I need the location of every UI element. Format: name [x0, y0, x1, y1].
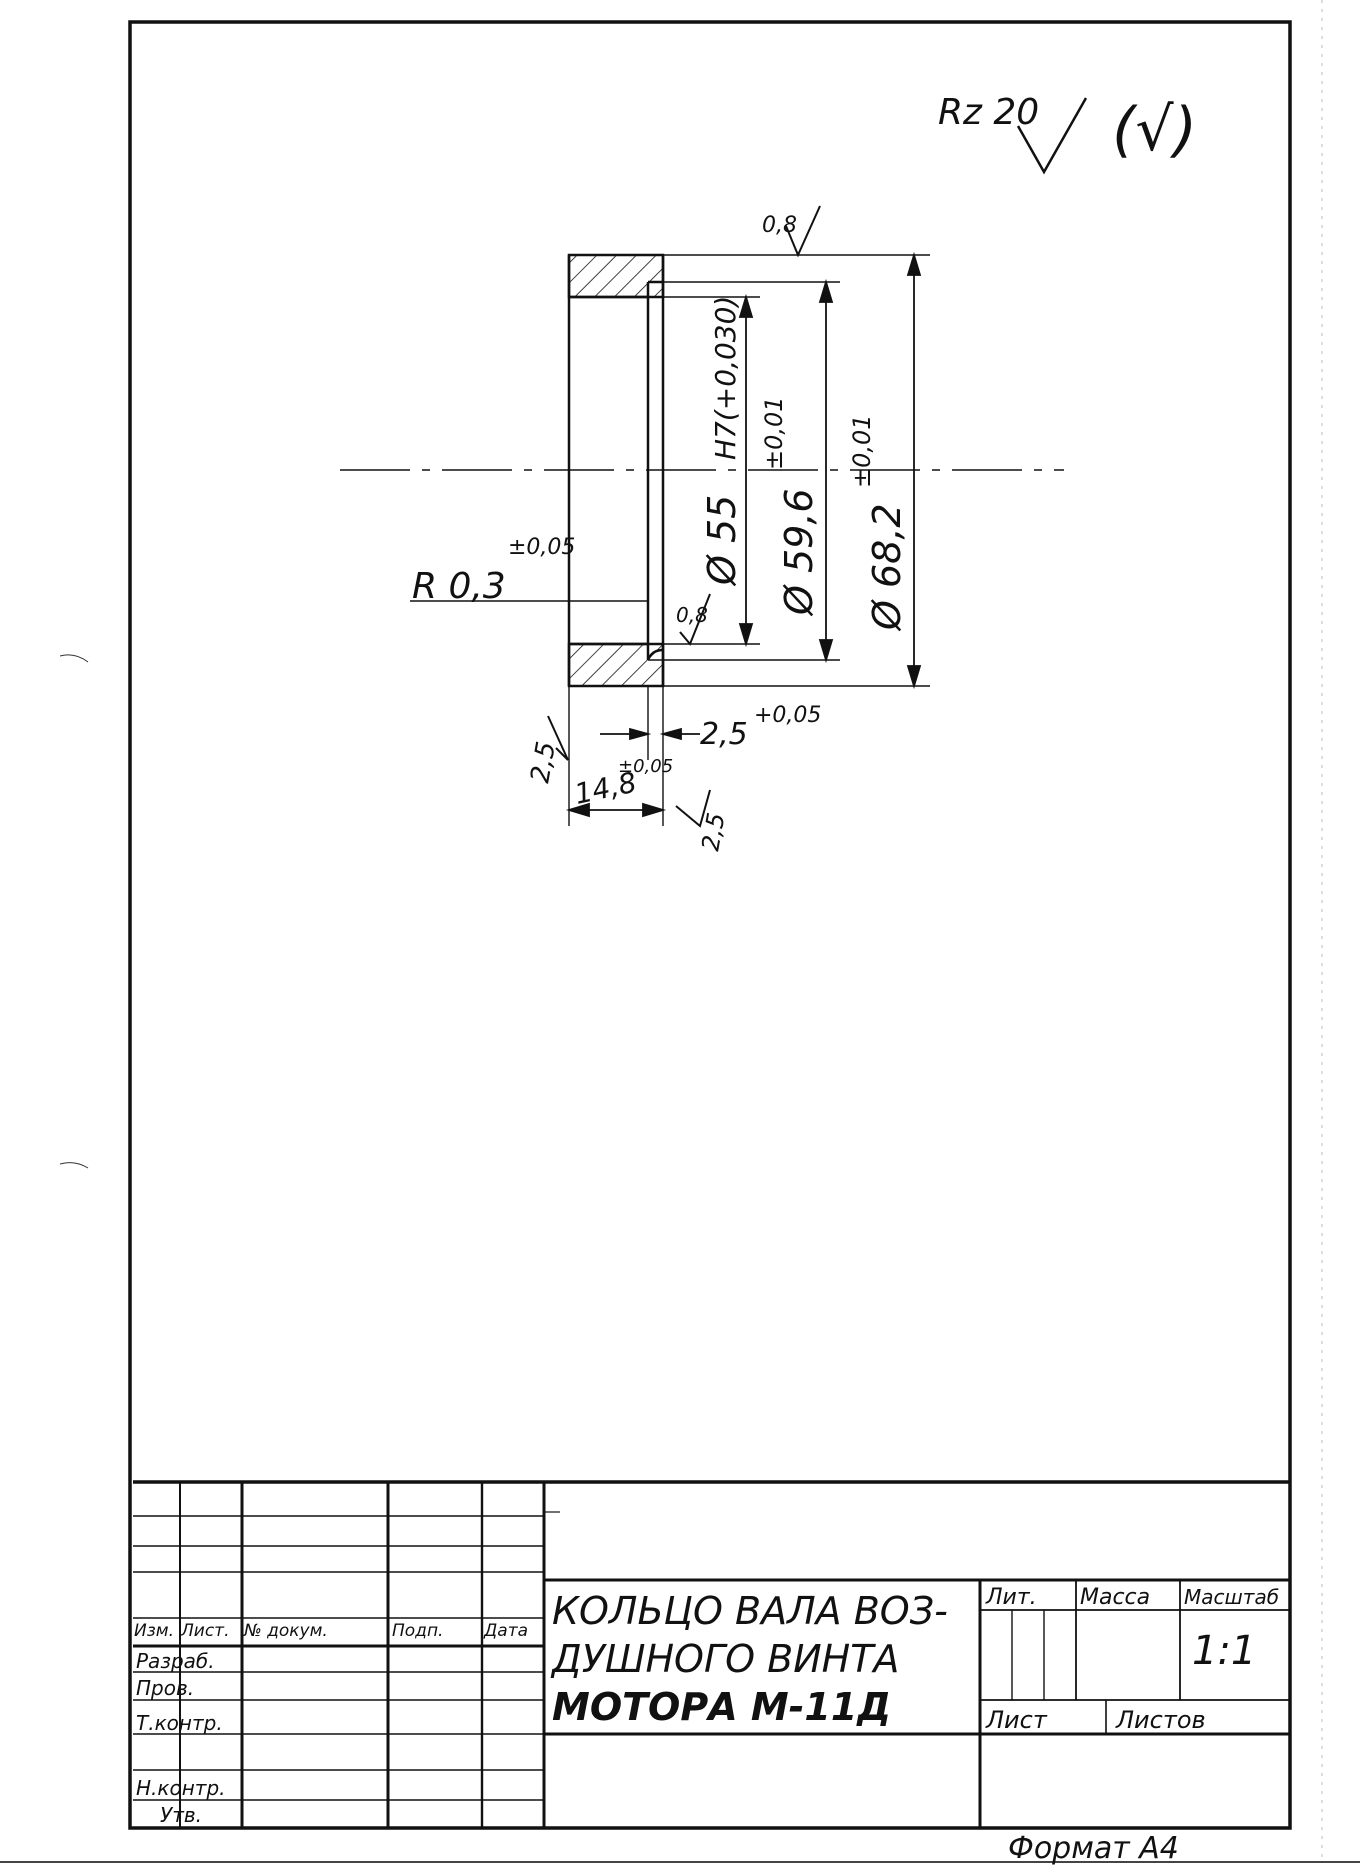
- outer-diameter-label: Ø 68,2: [865, 503, 909, 632]
- bore-fit-label: H7(+0,030): [709, 296, 742, 460]
- col-header-date: Дата: [483, 1621, 528, 1641]
- roughness-left-label: 2,5: [525, 739, 562, 785]
- width-tolerance: ±0,05: [618, 756, 673, 777]
- drawing-frame: [128, 20, 1292, 1830]
- part-section-view: [340, 205, 1064, 828]
- scale-label: Масштаб: [1184, 1585, 1279, 1609]
- col-header-change: Изм.: [134, 1621, 174, 1641]
- mass-label: Масса: [1080, 1585, 1150, 1610]
- title-block: [133, 1480, 1290, 1828]
- radius-tolerance: ±0,05: [508, 535, 575, 560]
- row-checked-by: Пров.: [136, 1676, 194, 1700]
- outer-diameter-tolerance: ±0,01: [848, 414, 876, 488]
- scale-value: 1:1: [1192, 1628, 1256, 1674]
- row-approved: Утв.: [160, 1803, 202, 1827]
- general-roughness-symbol: Rz 20 (√): [938, 92, 1197, 175]
- roughness-bottom-label: 2,5: [696, 811, 730, 853]
- mid-diameter-label: Ø 59,6: [777, 488, 821, 617]
- mid-diameter-tolerance: ±0,01: [760, 396, 788, 470]
- part-title-line-1: КОЛЬЦО ВАЛА ВОЗ-: [552, 1589, 948, 1633]
- col-header-signature: Подп.: [392, 1621, 443, 1641]
- step-label: 2,5: [700, 717, 748, 752]
- roughness-top-label: 0,8: [762, 213, 797, 238]
- roughness-inner-label: 0,8: [676, 603, 708, 627]
- row-developed-by: Разраб.: [136, 1649, 215, 1673]
- col-header-sheet: Лист.: [180, 1621, 230, 1641]
- bore-diameter-label: Ø 55: [700, 495, 744, 587]
- letter-label: Лит.: [985, 1585, 1037, 1610]
- roughness-rz-label: Rz 20: [938, 92, 1039, 133]
- sheets-count-label: Листов: [1115, 1706, 1206, 1734]
- part-title-line-3: МОТОРА М-11Д: [552, 1685, 891, 1729]
- title-block-texts: Изм. Лист. № докум. Подп. Дата Разраб. П…: [134, 1585, 1279, 1827]
- row-tech-control: Т.контр.: [136, 1711, 223, 1735]
- roughness-bracket-symbol: (√): [1112, 95, 1197, 165]
- dimension-labels: 0,8 0,8 R 0,3 ±0,05 Ø 55 H7(+0,030) Ø 59…: [412, 213, 909, 853]
- radius-label: R 0,3: [412, 566, 506, 607]
- row-norm-control: Н.контр.: [136, 1776, 226, 1800]
- step-tolerance: +0,05: [754, 703, 821, 728]
- part-title-line-2: ДУШНОГО ВИНТА: [550, 1637, 899, 1681]
- paper-format-label: Формат А4: [1008, 1831, 1179, 1866]
- col-header-doc-number: № докум.: [243, 1621, 328, 1641]
- sheet-label: Лист: [985, 1706, 1048, 1734]
